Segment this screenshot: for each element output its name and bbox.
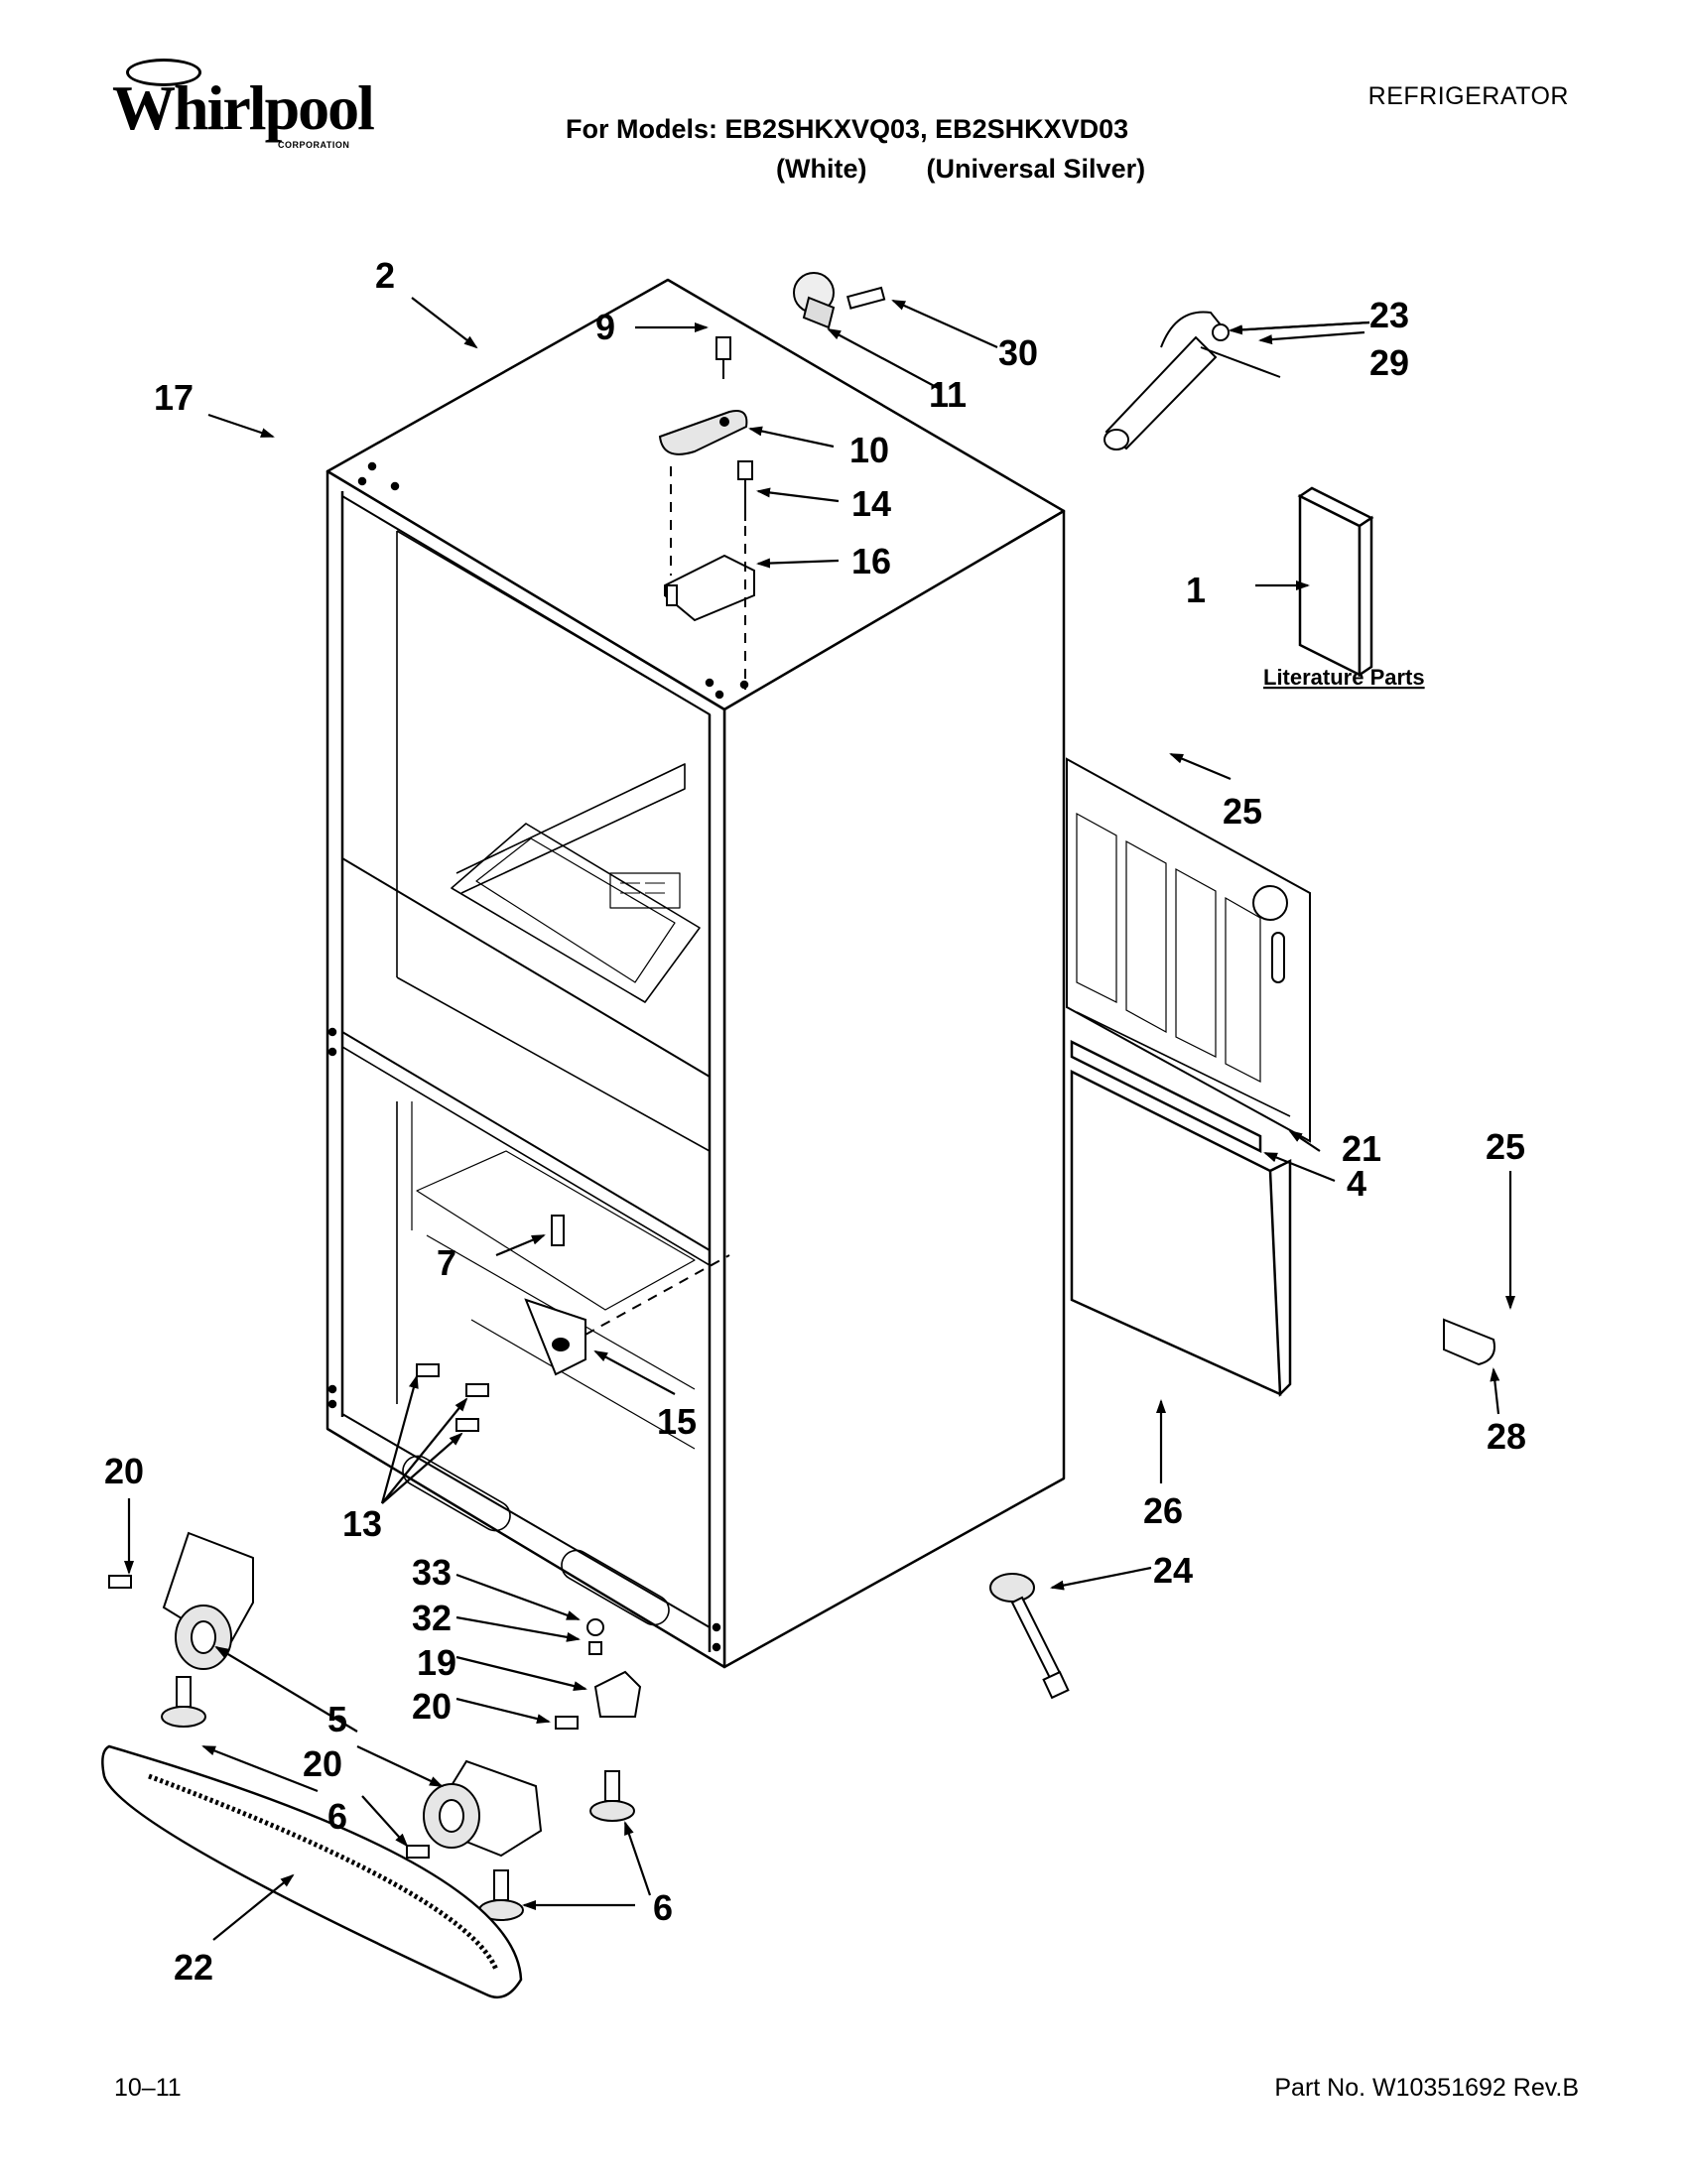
callout-15: 15 [657,1401,697,1442]
brand-sub: CORPORATION [278,140,350,150]
callout-32: 32 [412,1598,452,1638]
bracket-parts [524,1215,730,1376]
callout-5: 5 [327,1699,347,1739]
callout-24: 24 [1153,1550,1193,1591]
callout-10: 10 [849,430,889,470]
callout-25-top: 25 [1223,791,1262,832]
callout-1: 1 [1186,570,1206,610]
callout-22: 22 [174,1947,213,1988]
callout-33: 33 [412,1552,452,1593]
cabinet [325,278,1066,1669]
callout-20-mid: 20 [412,1686,452,1727]
part-28-clip [1443,1318,1495,1366]
part-13-bracket [793,272,886,329]
brand-name: Whirlpool [112,72,375,143]
callout-14: 14 [851,483,891,524]
footer-part-number: Part No. W10351692 Rev.B [1274,2074,1579,2102]
callout-30: 30 [998,332,1038,373]
leader-lines [124,297,1515,1941]
lower-panels [1070,1039,1292,1397]
appliance-type: REFRIGERATOR [1367,82,1569,110]
footer-date: 10–11 [114,2074,182,2102]
rear-grille-panel [1066,757,1311,1143]
callout-16: 16 [851,541,891,581]
callout-labels: 2 17 9 10 14 16 30 11 23 29 1 Literature… [104,255,1526,1988]
part-23-tube [1104,311,1281,450]
callout-19: 19 [417,1642,456,1683]
top-hinge-assembly [658,336,755,690]
part-24-wrench [989,1573,1070,1700]
callout-29: 29 [1369,342,1409,383]
toe-grille [101,1744,523,1999]
callout-25-right: 25 [1486,1126,1525,1167]
model-variants: (White) (Universal Silver) [776,154,1145,185]
callout-11: 13 [342,1503,382,1544]
literature-parts [1297,486,1374,678]
callout-26: 26 [1143,1490,1183,1531]
callout-2: 2 [375,255,395,296]
logo-ring-icon [126,59,201,86]
variant-silver: (Universal Silver) [926,154,1146,184]
variant-white: (White) [776,154,867,184]
callout-20-low: 20 [303,1743,342,1784]
callout-13: 11 [929,374,967,415]
whirlpool-logo: Whirlpool CORPORATION [104,55,382,164]
callout-4: 4 [1347,1163,1366,1204]
literature-label: Literature Parts [1263,665,1425,690]
callout-17: 17 [154,377,194,418]
callout-6-bottom: 6 [653,1887,673,1928]
callout-6-left: 6 [327,1796,347,1837]
callout-7: 7 [437,1242,456,1283]
callout-28: 28 [1487,1416,1526,1457]
models-line: For Models: EB2SHKXVQ03, EB2SHKXVD03 [566,114,1129,144]
callout-20-left: 20 [104,1451,144,1491]
callout-21: 21 [1342,1128,1381,1169]
callout-23: 23 [1369,295,1409,335]
rollers-levelers [108,1363,642,1921]
callout-9: 9 [595,307,615,347]
